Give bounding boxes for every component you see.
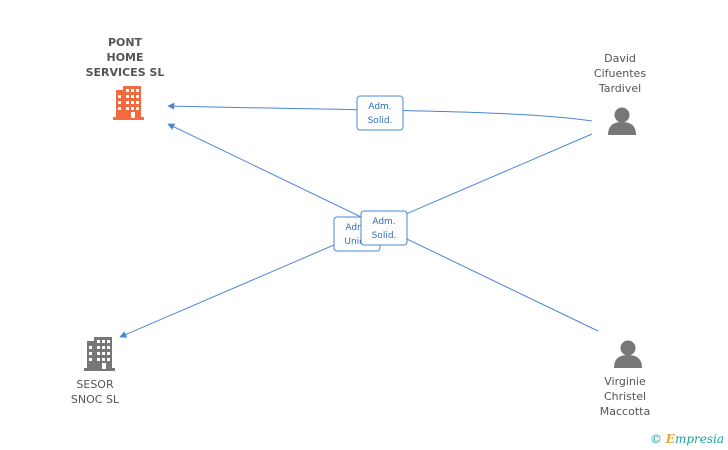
edge-label-line: Adm. [368,102,391,112]
company-label-pont[interactable]: PONT HOME SERVICES SL [70,35,180,80]
company-label-line: SNOC SL [70,393,120,406]
brand-initial: E [665,432,675,446]
edge-label-line: Unico [344,237,370,247]
edge-label-line: Solid. [368,116,393,126]
edge-label-david-pont[interactable]: Adm. Solid. [356,95,404,131]
building-icon[interactable] [113,86,144,120]
empresia-watermark: © Empresia [650,432,724,446]
company-label-line: SESOR [76,378,114,391]
company-label-line: PONT [107,36,143,49]
edge-david-pont [167,102,593,122]
building-icon[interactable] [84,337,115,371]
edge-label-line: Adm. [372,217,395,227]
person-label-virginie[interactable]: Virginie Christel Maccotta [580,374,670,419]
edge-label-line: Solid. [372,231,397,241]
edge-label-virginie-pont[interactable]: Adm. Solid. [360,210,408,246]
person-label-line: David [604,52,636,65]
copyright-symbol: © [649,432,662,446]
company-label-line: HOME [106,51,144,64]
company-label-sesor[interactable]: SESOR SNOC SL [55,377,135,407]
person-label-line: Cifuentes [593,67,647,80]
person-label-line: Tardivel [598,82,642,95]
person-icon[interactable] [614,340,642,369]
edge-label-line: Adm. [345,223,368,233]
person-label-line: Virginie [604,375,646,388]
brand-name: mpresia [674,432,724,446]
person-label-line: Maccotta [599,405,651,418]
person-label-david[interactable]: David Cifuentes Tardivel [575,51,665,96]
person-icon[interactable] [608,107,636,136]
company-label-line: SERVICES SL [85,66,165,79]
person-label-line: Christel [603,390,647,403]
